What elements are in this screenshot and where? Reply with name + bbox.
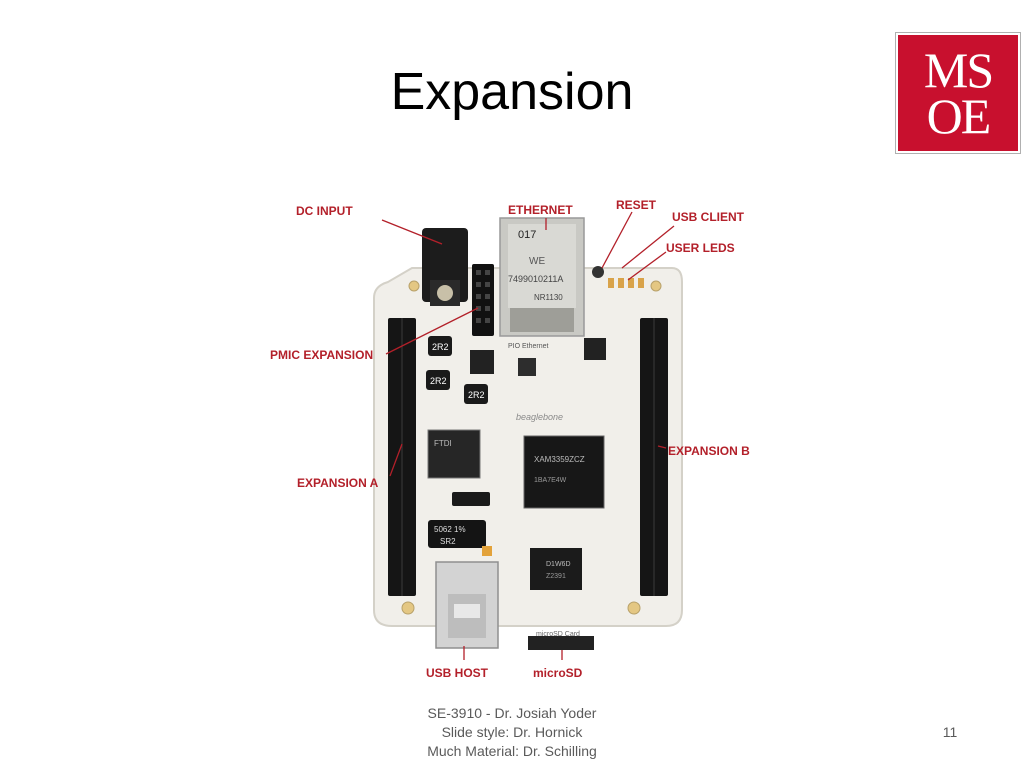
label-usb-client: USB CLIENT bbox=[672, 210, 744, 224]
pio-ethernet-text: PIO Ethernet bbox=[508, 343, 549, 350]
slide-number: 11 bbox=[942, 724, 958, 740]
mem-text-2: Z2391 bbox=[546, 573, 566, 580]
beaglebone-board-image: 017 WE 7499010211A NR1130 PIO Ethernet 2… bbox=[262, 190, 762, 682]
resistor-text: 5062 1% bbox=[434, 525, 466, 534]
label-usb-host: USB HOST bbox=[426, 666, 489, 680]
label-expansion-a: EXPANSION A bbox=[297, 476, 379, 490]
ftdi-text: FTDI bbox=[434, 439, 452, 448]
footer-line-2: Slide style: Dr. Hornick bbox=[441, 724, 583, 740]
label-expansion-b: EXPANSION B bbox=[668, 444, 750, 458]
label-microsd: microSD bbox=[533, 666, 583, 680]
logo-line-1: MS bbox=[923, 42, 994, 98]
ethernet-we-text: WE bbox=[529, 256, 545, 267]
inductor-2-text: 2R2 bbox=[430, 376, 447, 386]
footer-credit: SE-3910 - Dr. Josiah Yoder Slide style: … bbox=[380, 704, 644, 761]
brand-text: beaglebone bbox=[516, 412, 563, 422]
ethernet-nr-text: NR1130 bbox=[534, 293, 563, 302]
cpu-text: XAM3359ZCZ bbox=[534, 455, 585, 464]
logo-line-2: OE bbox=[926, 88, 992, 144]
ethernet-code-text: 017 bbox=[518, 229, 536, 241]
label-pmic-expansion: PMIC EXPANSION bbox=[270, 348, 374, 362]
cpu-text-2: 1BA7E4W bbox=[534, 477, 567, 484]
resistor-text-2: SR2 bbox=[440, 537, 456, 546]
label-reset: RESET bbox=[616, 198, 657, 212]
label-user-leds: USER LEDS bbox=[666, 241, 735, 255]
footer-line-3: Much Material: Dr. Schilling bbox=[427, 743, 597, 759]
mem-text: D1W6D bbox=[546, 561, 571, 568]
inductor-1-text: 2R2 bbox=[432, 342, 449, 352]
msoe-logo: MS OE bbox=[896, 33, 1020, 153]
footer-line-1: SE-3910 - Dr. Josiah Yoder bbox=[427, 705, 597, 721]
label-dc-input: DC INPUT bbox=[296, 204, 353, 218]
slide-title: Expansion bbox=[390, 63, 634, 121]
ethernet-part-text: 7499010211A bbox=[508, 274, 563, 284]
label-ethernet: ETHERNET bbox=[508, 203, 573, 217]
microsd-card-text: microSD Card bbox=[536, 631, 580, 638]
inductor-3-text: 2R2 bbox=[468, 390, 485, 400]
